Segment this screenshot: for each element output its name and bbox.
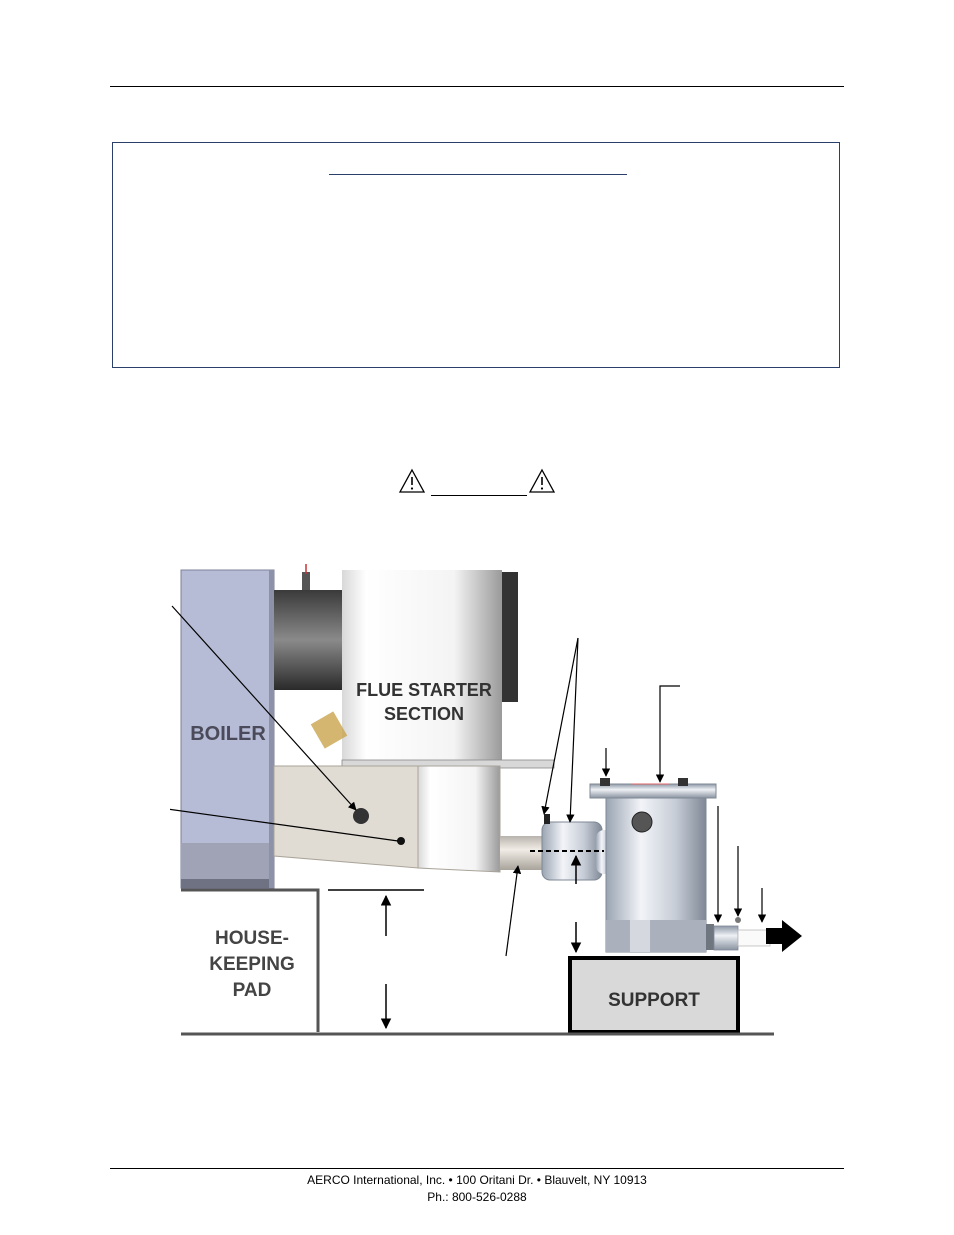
boiler: BOILER <box>180 569 275 889</box>
flue-collar <box>274 590 354 690</box>
manifold-drain-point <box>397 837 405 845</box>
caution-heading <box>398 468 558 498</box>
drain-pipe <box>500 836 546 870</box>
notice-heading-underline <box>329 174 627 175</box>
exhaust-manifold <box>273 765 501 873</box>
support: SUPPORT <box>568 956 740 1034</box>
flue-starter-section: FLUE STARTER SECTION <box>342 570 518 766</box>
warning-icon <box>528 468 556 493</box>
flue-starter-label-line2: SECTION <box>384 704 464 724</box>
boiler-label: BOILER <box>190 723 266 745</box>
support-label: SUPPORT <box>608 990 700 1011</box>
flue-starter-label-line1: FLUE STARTER <box>356 680 492 700</box>
header-rule <box>110 86 844 87</box>
housekeeping-label-line3: PAD <box>233 980 272 1001</box>
footer-phone: Ph.: 800-526-0288 <box>427 1190 527 1204</box>
housekeeping-pad: HOUSE- KEEPING PAD <box>181 888 320 1032</box>
housekeeping-label-line1: HOUSE- <box>215 928 289 949</box>
footer-rule <box>110 1168 844 1169</box>
outlet-arrow-icon <box>766 920 802 952</box>
manifold-plug <box>353 808 369 824</box>
callout-leaders <box>170 605 767 957</box>
caution-heading-underline <box>431 495 527 496</box>
footer-address: AERCO International, Inc. • 100 Oritani … <box>307 1173 647 1187</box>
height-dimension <box>328 889 424 1030</box>
trap-port <box>631 811 653 833</box>
condensate-trap-diagram: BOILER FLUE STARTER SECTION <box>170 564 802 1036</box>
warning-icon <box>398 468 426 493</box>
notice-box <box>112 142 840 368</box>
housekeeping-label-line2: KEEPING <box>209 954 295 975</box>
